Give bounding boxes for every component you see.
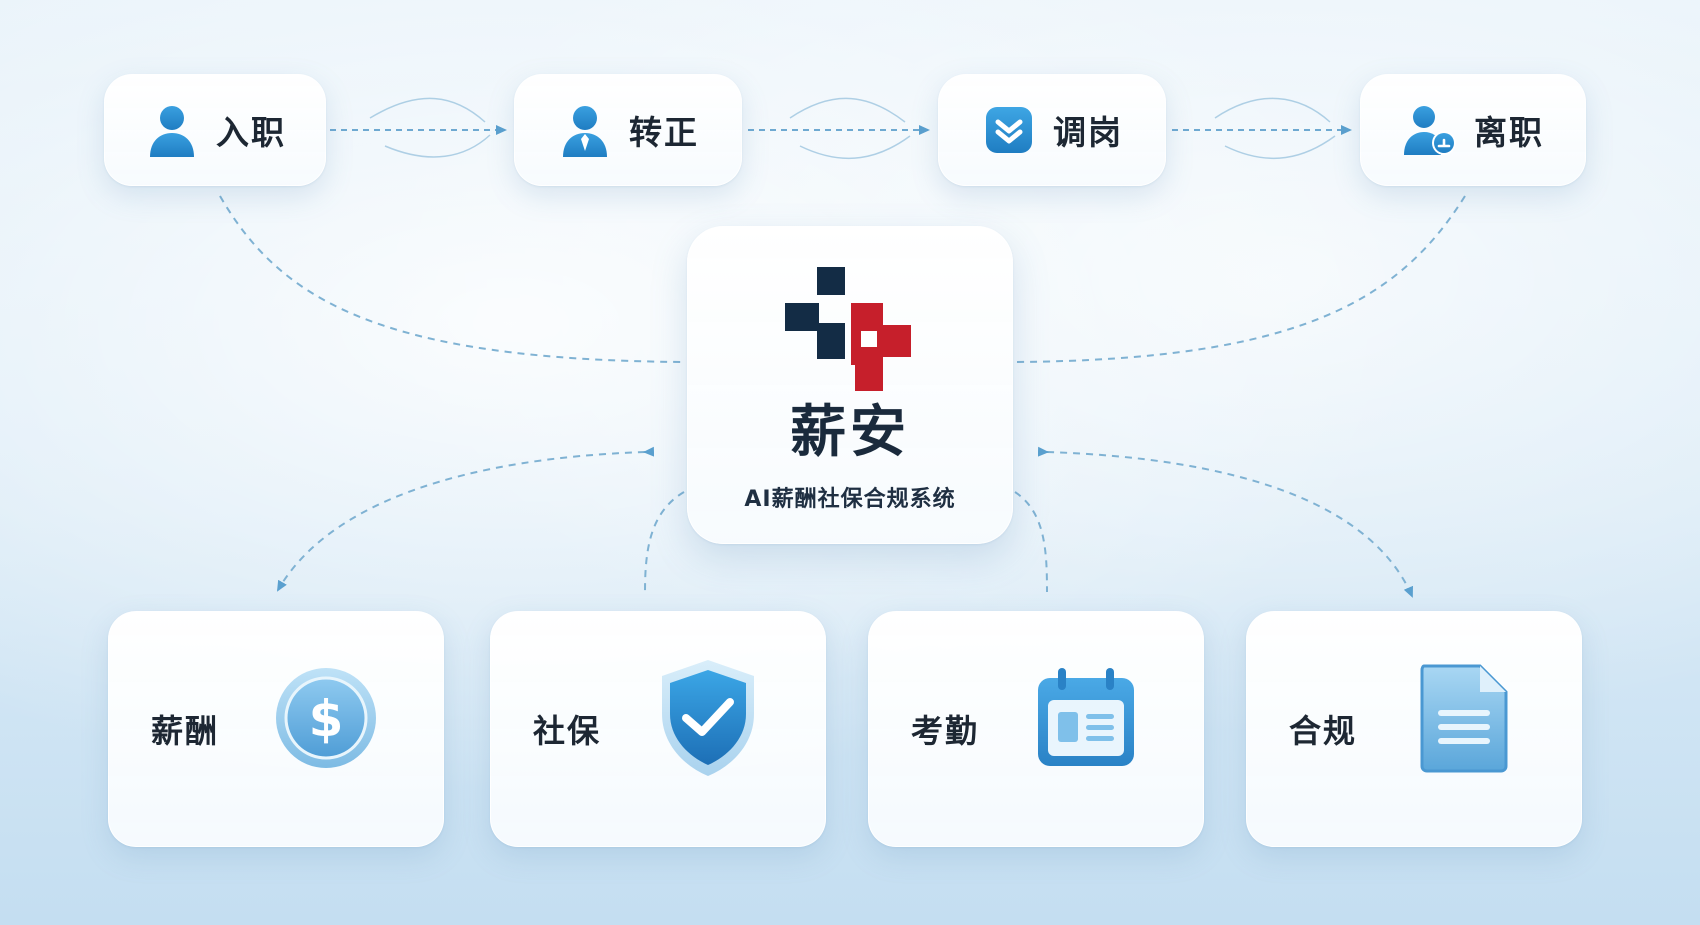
module-label: 薪酬 [151,712,220,750]
module-social-insurance[interactable]: 社保 [490,611,826,847]
stage-label: 入职 [216,113,286,152]
brand-name: 薪安 [790,400,910,465]
stage-onboard[interactable]: 入职 [104,74,326,186]
chevron-down-badge-icon [981,102,1037,158]
shield-check-icon [653,658,763,778]
user-icon [144,102,200,158]
module-salary[interactable]: 薪酬 $ [108,611,444,847]
module-attendance[interactable]: 考勤 [868,611,1204,847]
stage-offboard[interactable]: 离职 [1360,74,1586,186]
xinan-logo-icon [785,267,911,391]
brand-tagline: AI薪酬社保合规系统 [744,487,956,512]
user-tie-icon [557,102,613,158]
stage-label: 转正 [629,113,699,152]
module-compliance[interactable]: 合规 [1246,611,1582,847]
module-label: 合规 [1289,712,1358,750]
calendar-icon [1031,658,1141,778]
stage-transfer[interactable]: 调岗 [938,74,1166,186]
document-icon [1409,658,1519,778]
core-system-card[interactable]: 薪安 AI薪酬社保合规系统 [687,226,1013,544]
dollar-coin-icon: $ [271,658,381,778]
stage-label: 离职 [1474,113,1544,152]
stage-regularize[interactable]: 转正 [514,74,742,186]
user-exit-icon [1402,102,1458,158]
module-label: 社保 [533,712,602,750]
module-label: 考勤 [911,712,980,750]
stage-label: 调岗 [1053,113,1123,152]
svg-text:$: $ [309,690,344,748]
